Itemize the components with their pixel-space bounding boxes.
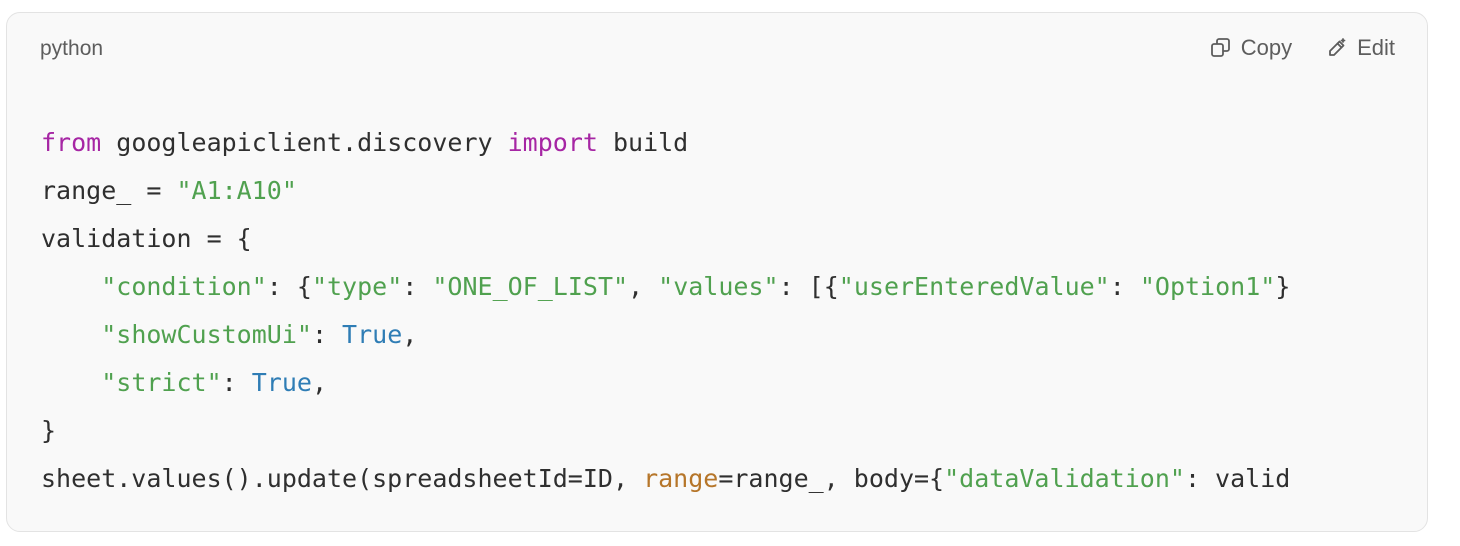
code-token: =range_, body={ bbox=[718, 464, 945, 493]
code-token: , bbox=[402, 320, 418, 349]
code-token bbox=[41, 272, 101, 301]
code-line: from googleapiclient.discovery import bu… bbox=[41, 119, 1427, 167]
code-token: : valid bbox=[1184, 464, 1291, 493]
edit-button-label: Edit bbox=[1357, 35, 1395, 60]
code-token: "A1:A10" bbox=[176, 176, 297, 205]
code-token: "showCustomUi" bbox=[101, 320, 312, 349]
pencil-icon bbox=[1326, 37, 1348, 59]
code-token: range bbox=[643, 464, 719, 493]
code-line: range_ = "A1:A10" bbox=[41, 167, 1427, 215]
code-token: : [{ bbox=[778, 272, 839, 301]
code-token: , bbox=[628, 272, 659, 301]
edit-button[interactable]: Edit bbox=[1326, 35, 1395, 61]
copy-icon bbox=[1210, 37, 1232, 59]
code-block-header: python Copy E bbox=[7, 13, 1427, 87]
code-token: "type" bbox=[311, 272, 403, 301]
code-token: : bbox=[402, 272, 433, 301]
code-line: "strict": True, bbox=[41, 359, 1427, 407]
code-token: import bbox=[507, 128, 598, 157]
code-token: "strict" bbox=[101, 368, 222, 397]
code-token: } bbox=[41, 416, 57, 445]
code-token bbox=[41, 320, 101, 349]
code-line: validation = { bbox=[41, 215, 1427, 263]
code-line: "condition": {"type": "ONE_OF_LIST", "va… bbox=[41, 263, 1427, 311]
code-token: , bbox=[311, 368, 328, 397]
code-token: : bbox=[1109, 272, 1140, 301]
code-actions: Copy Edit bbox=[1210, 35, 1395, 61]
code-token: "dataValidation" bbox=[944, 464, 1185, 493]
copy-button-label: Copy bbox=[1240, 35, 1293, 60]
code-token: "condition" bbox=[101, 272, 267, 301]
code-token: googleapiclient.discovery bbox=[101, 128, 508, 157]
code-block: python Copy E bbox=[6, 12, 1428, 532]
code-token: "Option1" bbox=[1139, 272, 1276, 301]
language-label: python bbox=[40, 37, 104, 60]
code-token: : bbox=[311, 320, 343, 349]
copy-button[interactable]: Copy bbox=[1210, 35, 1292, 61]
code-content: from googleapiclient.discovery import bu… bbox=[41, 119, 1427, 503]
code-token: } bbox=[1275, 272, 1291, 301]
code-token: build bbox=[597, 128, 689, 157]
code-token: range_ = bbox=[41, 176, 177, 205]
code-token bbox=[41, 368, 101, 397]
code-token: True bbox=[251, 368, 312, 397]
code-token: "ONE_OF_LIST" bbox=[432, 272, 629, 301]
code-token: : { bbox=[266, 272, 312, 301]
code-token: "values" bbox=[658, 272, 779, 301]
code-token: True bbox=[342, 320, 403, 349]
code-line: sheet.values().update(spreadsheetId=ID, … bbox=[41, 455, 1427, 503]
code-token: validation = { bbox=[41, 224, 252, 253]
code-line: } bbox=[41, 407, 1427, 455]
code-token: sheet.values().update(spreadsheetId=ID, bbox=[41, 464, 644, 493]
code-token: "userEnteredValue" bbox=[838, 272, 1110, 301]
code-token: : bbox=[221, 368, 252, 397]
code-token: from bbox=[41, 128, 102, 157]
code-line: "showCustomUi": True, bbox=[41, 311, 1427, 359]
